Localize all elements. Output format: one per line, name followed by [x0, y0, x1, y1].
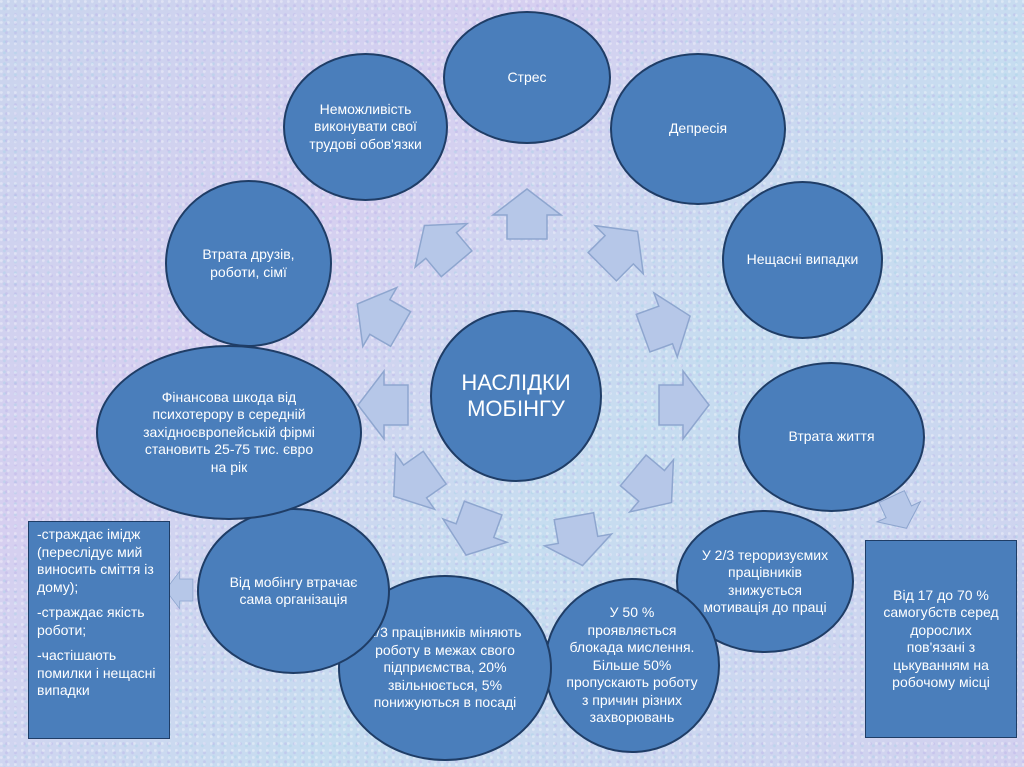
- center-title: НАСЛІДКИ МОБІНГУ: [461, 369, 571, 421]
- center-node: НАСЛІДКИ МОБІНГУ: [430, 310, 602, 482]
- node-financial: Фінансова шкода від психотерору в середн…: [96, 345, 362, 520]
- arrow-to-accidents: [630, 283, 703, 366]
- left-box-item: -страждає імідж (переслідує мий виносить…: [37, 526, 154, 595]
- node-thinking-block: У 50 % проявляється блокада мислення. Бі…: [544, 578, 720, 753]
- left-consequences-box: -страждає імідж (переслідує мий виносить…: [28, 521, 170, 739]
- node-friends-loss: Втрата друзів, роботи, сімї: [165, 180, 332, 347]
- left-box-item: -страждає якість роботи;: [37, 604, 145, 638]
- arrow-to-duties: [397, 202, 484, 287]
- arrow-to-depression: [577, 206, 663, 292]
- node-duties: Неможливість виконувати свої трудові обо…: [283, 53, 448, 201]
- arrow-to-friends-loss: [339, 273, 419, 360]
- arrow-to-motivation: [610, 443, 695, 530]
- arrow-to-financial: [357, 370, 409, 440]
- node-loss-of-life: Втрата життя: [738, 362, 925, 512]
- left-box-item: -частішають помилки і нещасні випадки: [37, 647, 156, 698]
- node-depression: Депресія: [610, 53, 786, 205]
- node-organization: Від мобінгу втрачає сама організація: [197, 508, 390, 674]
- node-accidents: Нещасні випадки: [722, 181, 883, 339]
- node-stress: Стрес: [443, 11, 611, 144]
- right-suicide-box: Від 17 до 70 % самогубств серед дорослих…: [865, 540, 1017, 738]
- arrow-to-thinking-block: [539, 509, 617, 573]
- arrow-to-organization: [373, 439, 455, 525]
- arrow-to-stress: [492, 188, 562, 240]
- arrow-to-job-change: [433, 495, 516, 568]
- arrow-to-loss-of-life: [658, 370, 710, 440]
